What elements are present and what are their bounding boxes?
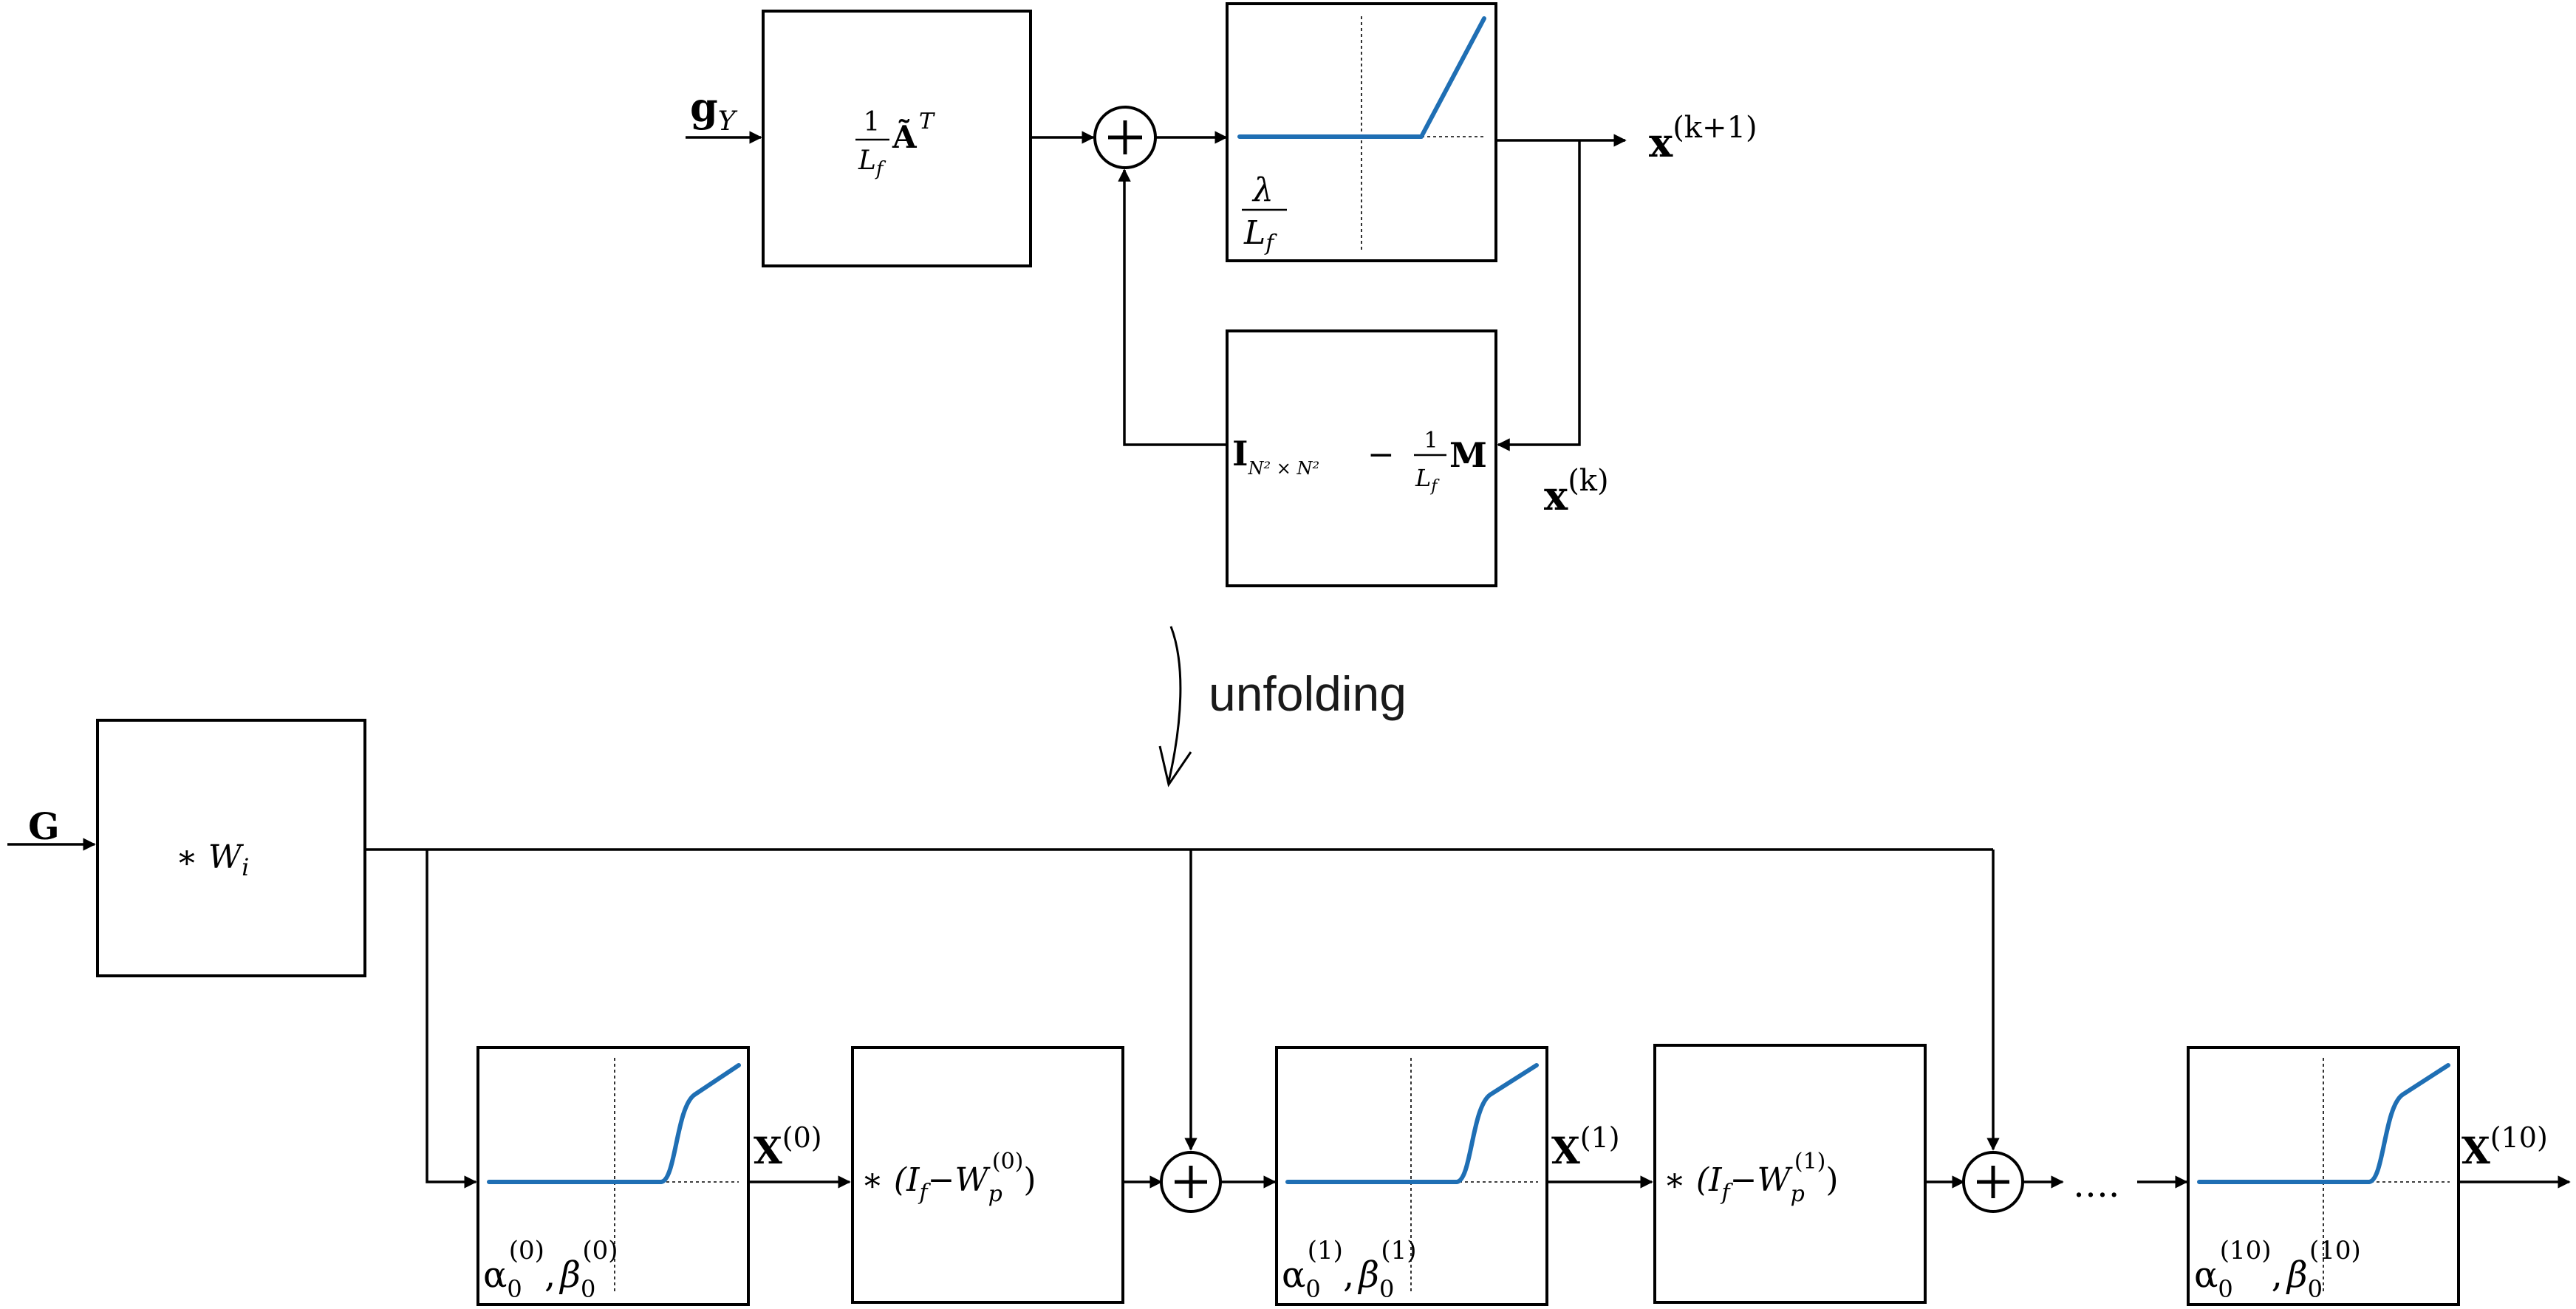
bus-to-layer0	[426, 850, 477, 1189]
svg-text:IN² × N²: IN² × N²	[1232, 434, 1319, 479]
feedback-wire-left	[1118, 168, 1227, 446]
soft-threshold-curve	[1237, 16, 1486, 139]
svg-text:T: T	[919, 109, 935, 134]
prop-box-0	[851, 1046, 1124, 1304]
svg-text:1: 1	[864, 107, 881, 137]
layer1-output-label: X(1)	[1551, 1121, 1620, 1172]
svg-text:Ã: Ã	[892, 118, 918, 155]
conv-wi-label: ∗Wi	[176, 838, 249, 881]
prop-box-0-label: ∗(If−Wp(0))	[861, 1149, 1036, 1207]
layer10-output-label: X(10)	[2461, 1121, 2548, 1172]
feedback-wire-right	[1497, 140, 1581, 451]
svg-text:M: M	[1449, 435, 1487, 475]
input-label-g: G	[28, 804, 60, 848]
loop-label-xk: x(k)	[1544, 464, 1609, 519]
transform-box	[762, 10, 1032, 267]
unfolding-label: unfolding	[1209, 666, 1407, 721]
feedback-box	[1226, 329, 1497, 587]
svg-text:−: −	[1367, 436, 1395, 474]
unfolded-network: G ∗Wi α0(0),β0(0) X(0) ∗(If−Wp(0))	[7, 719, 2571, 1306]
sum-junction-1	[1160, 1151, 1222, 1213]
layer1-params: α0(1),β0(1)	[1282, 1236, 1417, 1303]
feedback-box-label: IN² × N² − 1 Lf M	[1232, 428, 1487, 496]
prop-box-1-label: ∗(If−Wp(1))	[1664, 1149, 1839, 1207]
ellipsis: ….	[2073, 1164, 2119, 1206]
prop-box-1	[1653, 1044, 1927, 1304]
sum-junction	[1093, 106, 1157, 169]
layer10-params: α0(10),β0(10)	[2194, 1236, 2361, 1303]
layer0-threshold-curve	[487, 1063, 741, 1184]
input-label-gy: gY	[690, 83, 738, 137]
conv-wi-box	[96, 719, 366, 977]
sum-junction-2	[1962, 1151, 2024, 1213]
top-iteration-diagram: gY 1 Lf Ã T λ Lf	[686, 2, 1757, 587]
output-label-xk1: x(k+1)	[1649, 111, 1757, 166]
layer0-output-label: X(0)	[754, 1121, 822, 1172]
svg-text:1: 1	[1424, 428, 1438, 454]
layer1-threshold-curve	[1285, 1063, 1539, 1184]
svg-text:λ: λ	[1251, 171, 1274, 209]
unfolding-arrow	[1158, 626, 1192, 787]
layer10-threshold-curve	[2197, 1063, 2450, 1184]
layer1-threshold-box	[1275, 1046, 1548, 1306]
layer0-params: α0(0),β0(0)	[483, 1236, 618, 1303]
